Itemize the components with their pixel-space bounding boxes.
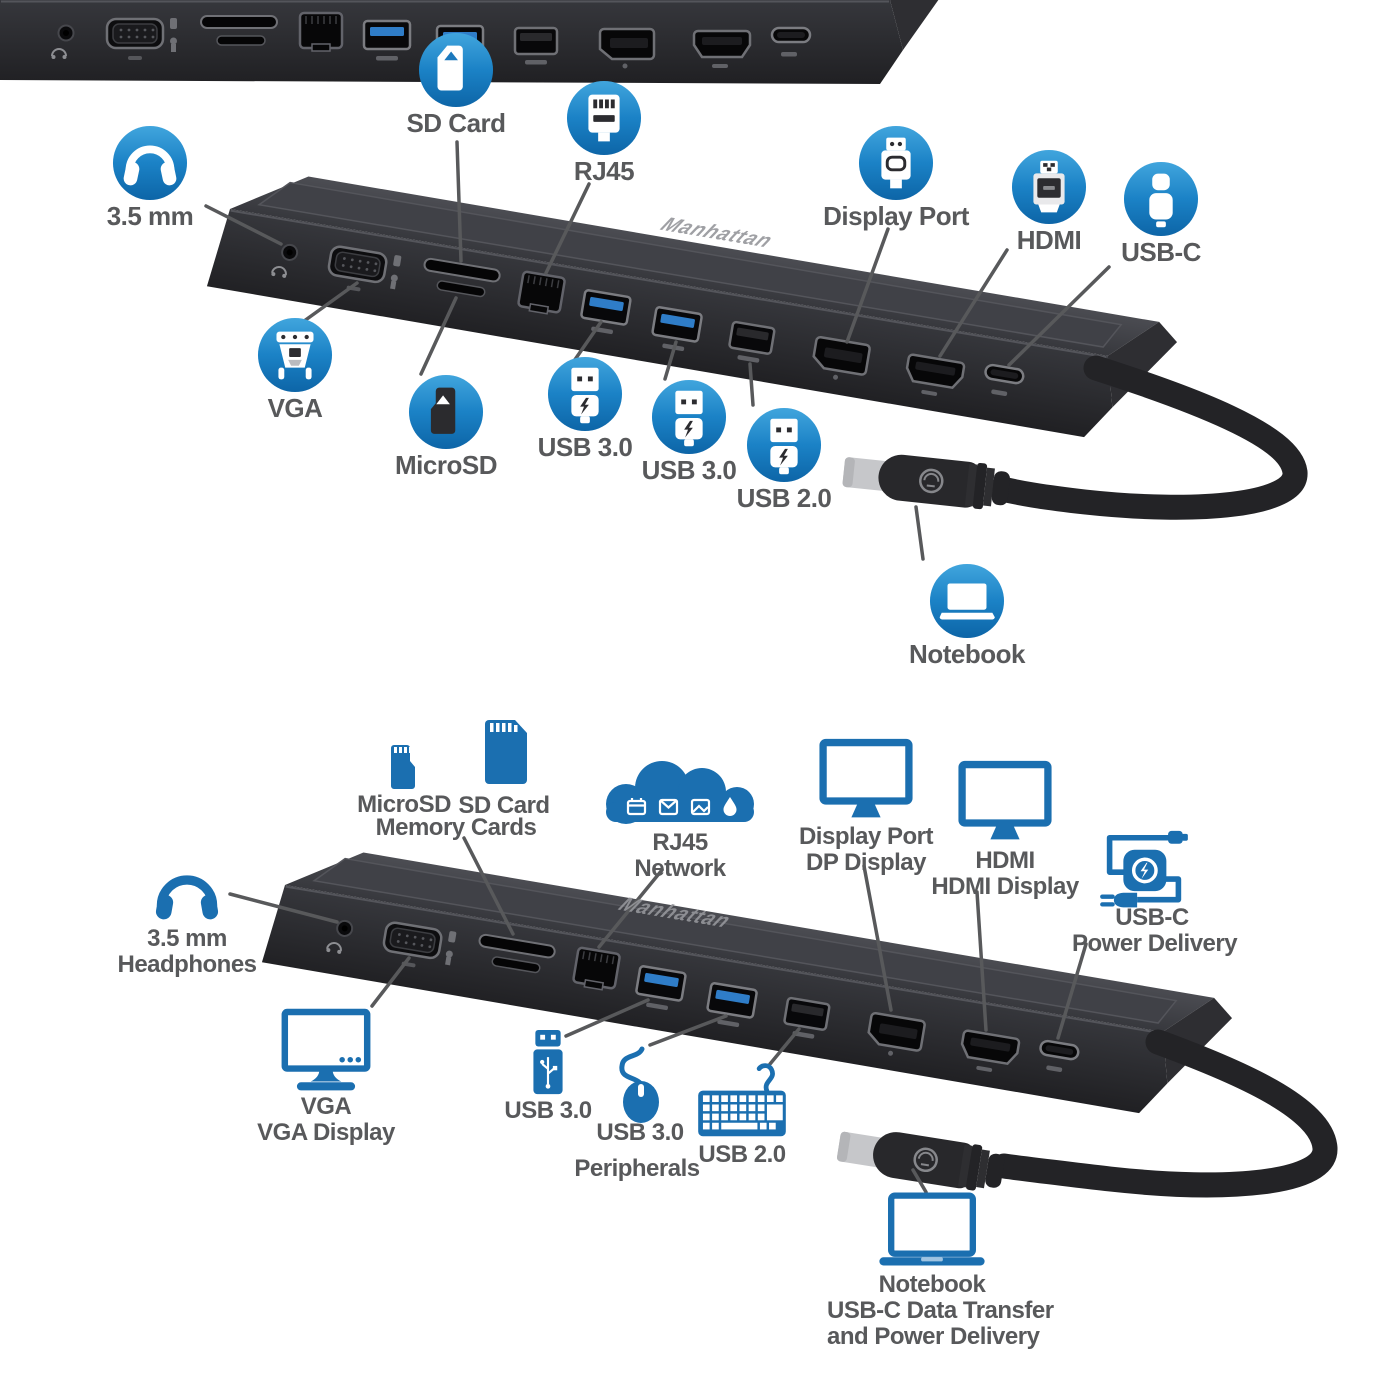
usb30-flash-label: USB 3.0 bbox=[504, 1097, 592, 1124]
flash-drive-icon bbox=[533, 1029, 563, 1095]
sd-card-icon bbox=[485, 720, 527, 784]
callout-label: USB 2.0 bbox=[736, 483, 832, 513]
callout-usb30-mouse: USB 3.0 bbox=[596, 1044, 684, 1145]
callout-usb20: USB 2.0 bbox=[714, 407, 854, 512]
headphones-label-2: Headphones bbox=[117, 950, 257, 978]
rj45-plug-icon bbox=[566, 80, 642, 156]
laptop-icon bbox=[929, 563, 1005, 639]
callout-hdmi-display: HDMI HDMI Display bbox=[931, 760, 1079, 899]
callout-notebook-bottom: Notebook USB-C Data Transfer and Power D… bbox=[827, 1192, 1054, 1349]
callout-vga-display: VGA VGA Display bbox=[257, 1008, 395, 1145]
usb-c-cable-bottom bbox=[991, 1029, 1338, 1198]
usb-c-plug-icon bbox=[1123, 161, 1199, 237]
notebook-label-2: USB-C Data Transfer bbox=[827, 1296, 1054, 1324]
headphones-label-1: 3.5 mm bbox=[147, 925, 227, 952]
dock-right-cap bbox=[890, 0, 939, 50]
dp-display-label-1: Display Port bbox=[798, 823, 934, 850]
brand-logo-icon bbox=[913, 1147, 938, 1173]
memory-cards-label: Memory Cards bbox=[375, 814, 537, 841]
callout-power-delivery: USB-C Power Delivery bbox=[1072, 824, 1238, 956]
monitor-icon bbox=[819, 738, 913, 818]
brand-logo-icon bbox=[919, 468, 944, 494]
power-adapter-icon bbox=[1100, 830, 1188, 908]
mail-icon bbox=[658, 798, 679, 816]
network-label-1: RJ45 bbox=[652, 829, 708, 856]
callout-usb30-2: USB 3.0 bbox=[619, 379, 759, 484]
callout-microsd-bottom bbox=[384, 740, 420, 792]
callout-usb20-keyboard: USB 2.0 bbox=[694, 1062, 790, 1167]
network-label-2: Network bbox=[634, 854, 726, 882]
sd-card-slot bbox=[200, 15, 278, 29]
sd-card-icon bbox=[418, 32, 494, 108]
vga-plug-icon bbox=[257, 317, 333, 393]
usb-a-plug-icon bbox=[746, 407, 822, 483]
usb20-keyboard-label: USB 2.0 bbox=[698, 1141, 786, 1168]
callout-sd-bottom bbox=[477, 712, 533, 788]
callout-label: Notebook bbox=[909, 639, 1025, 669]
leader-lines bbox=[204, 140, 1111, 1194]
calendar-icon bbox=[626, 799, 647, 816]
callout-usb30-1: USB 3.0 bbox=[515, 356, 655, 461]
microsd-card-icon bbox=[408, 374, 484, 450]
callout-label: VGA bbox=[267, 393, 323, 423]
callout-network: RJ45 Network bbox=[588, 752, 772, 881]
callout-notebook: Notebook bbox=[887, 563, 1047, 668]
callout-vga: VGA bbox=[225, 317, 365, 422]
callout-label: MicroSD bbox=[395, 450, 497, 480]
callout-label: HDMI bbox=[1016, 225, 1082, 255]
callout-label: USB-C bbox=[1121, 237, 1201, 267]
monitor-icon bbox=[958, 760, 1052, 840]
callout-sd-card: SD Card bbox=[386, 32, 526, 137]
callout-hdmi: HDMI bbox=[979, 149, 1119, 254]
photo-icon bbox=[690, 798, 711, 816]
callout-headphones-bottom: 3.5 mm Headphones bbox=[117, 858, 257, 977]
callout-label: USB 3.0 bbox=[641, 455, 737, 485]
security-slot bbox=[170, 18, 177, 29]
hdmi-plug-icon bbox=[1011, 149, 1087, 225]
peripherals-label: Peripherals bbox=[574, 1155, 700, 1182]
callout-label: USB 3.0 bbox=[537, 432, 633, 462]
notebook-label-3: and Power Delivery bbox=[827, 1322, 1040, 1350]
displayport-plug-icon bbox=[858, 125, 934, 201]
dp-display-label-2: DP Display bbox=[806, 848, 926, 876]
usb-a-plug-icon bbox=[547, 356, 623, 432]
callout-dp-display: Display Port DP Display bbox=[799, 738, 934, 875]
headphones-icon bbox=[155, 875, 219, 920]
callout-label: SD Card bbox=[406, 108, 506, 138]
callout-label: RJ45 bbox=[573, 156, 635, 186]
hdmi-display-label-1: HDMI bbox=[975, 847, 1035, 874]
microsd-card-icon bbox=[391, 745, 415, 789]
microsd-label: MicroSD bbox=[357, 791, 451, 818]
callout-label: 3.5 mm bbox=[106, 201, 194, 231]
power-delivery-label-2: Power Delivery bbox=[1072, 929, 1238, 957]
callout-rj45: RJ45 bbox=[534, 80, 674, 185]
cloud-icon bbox=[606, 761, 754, 824]
usb-c-plug-bottom bbox=[837, 1131, 1005, 1191]
callout-usb-c: USB-C bbox=[1091, 161, 1231, 266]
vga-display-label-1: VGA bbox=[300, 1093, 352, 1120]
callout-microsd: MicroSD bbox=[376, 374, 516, 479]
callout-usb30-flash: USB 3.0 bbox=[504, 1028, 592, 1123]
callout-audio-jack: 3.5 mm bbox=[80, 125, 220, 230]
usb30-mouse-label: USB 3.0 bbox=[596, 1119, 684, 1146]
microsd-slot bbox=[216, 35, 266, 46]
keyboard-icon bbox=[698, 1063, 786, 1137]
usb-c-cable-top bbox=[989, 355, 1308, 520]
notebook-label-1: Notebook bbox=[878, 1271, 986, 1298]
power-delivery-label-1: USB-C bbox=[1115, 904, 1189, 931]
mouse-icon bbox=[619, 1046, 659, 1123]
usb-a-plug-icon bbox=[651, 379, 727, 455]
sd-card-label: SD Card bbox=[458, 792, 550, 819]
laptop-icon bbox=[879, 1192, 985, 1266]
drop-icon bbox=[723, 797, 737, 816]
headphones-icon bbox=[112, 125, 188, 201]
monitor-icon bbox=[281, 1008, 371, 1091]
callout-display-port: Display Port bbox=[816, 125, 976, 230]
vga-display-label-2: VGA Display bbox=[257, 1118, 395, 1146]
callout-label: Display Port bbox=[823, 201, 969, 231]
hdmi-display-label-2: HDMI Display bbox=[931, 872, 1079, 900]
usb-c-plug-top bbox=[842, 454, 1010, 510]
